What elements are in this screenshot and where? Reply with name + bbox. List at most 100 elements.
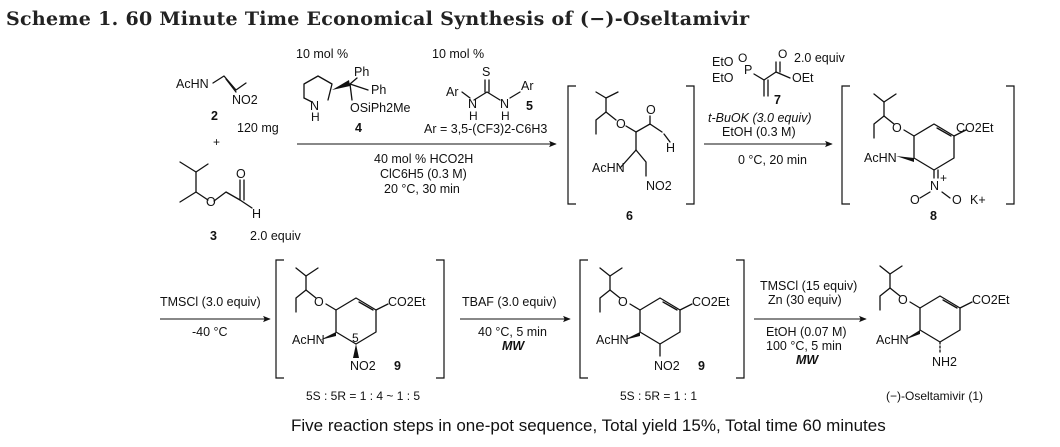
compound-6-nitro: NO2 <box>646 179 672 193</box>
compound-6-h: H <box>666 141 675 155</box>
arrow-1-line-3: 20 °C, 30 min <box>384 182 460 196</box>
arrow-5-below-1: EtOH (0.07 M) <box>766 325 847 339</box>
compound-8: O CO2Et AcHN N + O O K+ 8 <box>841 85 1015 223</box>
arrow-5: TMSCl (15 equiv) Zn (30 equiv) EtOH (0.0… <box>754 279 867 367</box>
arrow-2-above-1: t-BuOK (3.0 equiv) <box>708 111 812 125</box>
compound-6-bracket-left <box>567 85 576 205</box>
catalyst-5-ar-right: Ar <box>521 79 534 93</box>
reagent-7-eto1: EtO <box>712 55 734 69</box>
arrow-2: t-BuOK (3.0 equiv) EtOH (0.3 M) 0 °C, 20… <box>704 111 833 167</box>
compound-9a-number: 9 <box>394 359 401 373</box>
arrow-4-above-1: TBAF (3.0 equiv) <box>462 295 556 309</box>
compound-9b-achn: AcHN <box>596 333 629 347</box>
compound-3-equiv: 2.0 equiv <box>250 229 301 243</box>
compound-2-nitro: NO2 <box>232 93 258 107</box>
compound-8-n: N <box>930 179 939 193</box>
compound-2-amount: 120 mg <box>237 121 279 135</box>
compound-9a-o: O <box>314 295 324 309</box>
compound-9b: O CO2Et AcHN NO2 9 5S : 5R = 1 : 1 <box>579 259 745 403</box>
catalyst-4-loading: 10 mol % <box>296 47 348 61</box>
compound-1-name: (−)-Oseltamivir (1) <box>886 389 983 403</box>
catalyst-5-h1: H <box>469 109 478 123</box>
compound-3-h: H <box>252 207 261 221</box>
arrow-2-above-2: EtOH (0.3 M) <box>722 125 796 139</box>
compound-6-carbonyl-o: O <box>646 103 656 117</box>
catalyst-4: 10 mol % N H Ph Ph OSiPh2Me 4 <box>296 47 410 135</box>
compound-9b-bracket-left <box>579 259 588 379</box>
compound-3-o: O <box>206 195 216 209</box>
arrow-4-below-1: 40 °C, 5 min <box>478 325 547 339</box>
catalyst-5-s: S <box>482 65 490 79</box>
compound-9a-bracket-right <box>436 259 445 379</box>
plus-sign: + <box>213 135 220 149</box>
compound-1-o: O <box>898 293 908 307</box>
catalyst-5-ar-left: Ar <box>446 85 459 99</box>
arrow-5-above-1: TMSCl (15 equiv) <box>760 279 857 293</box>
compound-2-achn: AcHN <box>176 77 209 91</box>
catalyst-4-osi: OSiPh2Me <box>350 101 410 115</box>
reagent-7-oet: OEt <box>792 71 814 85</box>
arrow-5-below-2: 100 °C, 5 min <box>766 339 842 353</box>
compound-9a-ester: CO2Et <box>388 295 426 309</box>
compound-8-number: 8 <box>930 209 937 223</box>
compound-6-bracket-right <box>686 85 695 205</box>
catalyst-5-number: 5 <box>526 99 533 113</box>
compound-3-number: 3 <box>210 229 217 243</box>
compound-9b-o: O <box>618 295 628 309</box>
compound-9b-bracket-right <box>736 259 745 379</box>
arrow-1: 40 mol % HCO2H ClC6H5 (0.3 M) 20 °C, 30 … <box>297 140 557 196</box>
arrow-2-below-1: 0 °C, 20 min <box>738 153 807 167</box>
compound-6-achn: AcHN <box>592 161 625 175</box>
arrow-1-line-1: 40 mol % HCO2H <box>374 152 473 166</box>
compound-1-achn: AcHN <box>876 333 909 347</box>
catalyst-4-number: 4 <box>355 121 362 135</box>
compound-9b-ratio: 5S : 5R = 1 : 1 <box>620 389 697 403</box>
reagent-7-o2: O <box>778 47 787 61</box>
compound-8-bracket-left <box>841 85 850 205</box>
scheme-title: Scheme 1. 60 Minute Time Economical Synt… <box>6 8 750 30</box>
compound-1-oseltamivir: O CO2Et AcHN NH2 (−)-Oseltamivir (1) <box>876 265 1010 403</box>
compound-6-number: 6 <box>626 209 633 223</box>
compound-6-o: O <box>616 117 626 131</box>
arrow-4: TBAF (3.0 equiv) 40 °C, 5 min MW <box>460 295 571 353</box>
compound-9a-bracket-left <box>275 259 284 379</box>
catalyst-5: 10 mol % S Ar N H N H Ar 5 Ar = 3,5-(CF3… <box>424 47 547 136</box>
reagent-7-eto2: EtO <box>712 71 734 85</box>
compound-9a-nitro: NO2 <box>350 359 376 373</box>
arrow-4-below-2: MW <box>502 339 525 353</box>
compound-9b-number: 9 <box>698 359 705 373</box>
compound-8-bracket-right <box>1006 85 1015 205</box>
compound-8-o-minus-2: O <box>952 193 962 207</box>
compound-8-achn: AcHN <box>864 151 897 165</box>
compound-2-number: 2 <box>211 109 218 123</box>
compound-8-ester: CO2Et <box>956 121 994 135</box>
catalyst-5-h2: H <box>501 109 510 123</box>
compound-2: AcHN NO2 2 120 mg + <box>176 75 279 149</box>
catalyst-4-h: H <box>311 110 320 124</box>
compound-8-k: K+ <box>970 193 986 207</box>
arrow-5-above-2: Zn (30 equiv) <box>768 293 842 307</box>
arrow-3-above-1: TMSCl (3.0 equiv) <box>160 295 261 309</box>
catalyst-4-ph1: Ph <box>354 65 369 79</box>
catalyst-5-n1: N <box>468 97 477 111</box>
catalyst-4-ph2: Ph <box>371 83 386 97</box>
arrow-3: TMSCl (3.0 equiv) -40 °C <box>160 295 271 339</box>
compound-9a-ratio: 5S : 5R = 1 : 4 ~ 1 : 5 <box>306 389 420 403</box>
reagent-7: EtO EtO O P O OEt 2.0 equiv 7 <box>712 47 845 107</box>
compound-9a: O CO2Et AcHN 5 NO2 9 5S : 5R = 1 : 4 ~ 1… <box>275 259 445 403</box>
compound-3: O O H 3 2.0 equiv <box>179 161 301 243</box>
compound-8-plus: + <box>940 171 947 185</box>
compound-6: O O H AcHN NO2 6 <box>567 85 695 223</box>
reagent-7-number: 7 <box>774 93 781 107</box>
arrow-1-line-2: ClC6H5 (0.3 M) <box>380 167 467 181</box>
compound-3-carbonyl-o: O <box>236 167 246 181</box>
compound-1-amine: NH2 <box>932 355 957 369</box>
compound-8-o: O <box>892 121 902 135</box>
reagent-7-equiv: 2.0 equiv <box>794 51 845 65</box>
catalyst-5-loading: 10 mol % <box>432 47 484 61</box>
catalyst-5-ar-definition: Ar = 3,5-(CF3)2-C6H3 <box>424 122 547 136</box>
arrow-3-below-1: -40 °C <box>192 325 228 339</box>
scheme-caption: Five reaction steps in one-pot sequence,… <box>291 416 886 435</box>
arrow-5-below-3: MW <box>796 353 819 367</box>
compound-9a-achn: AcHN <box>292 333 325 347</box>
